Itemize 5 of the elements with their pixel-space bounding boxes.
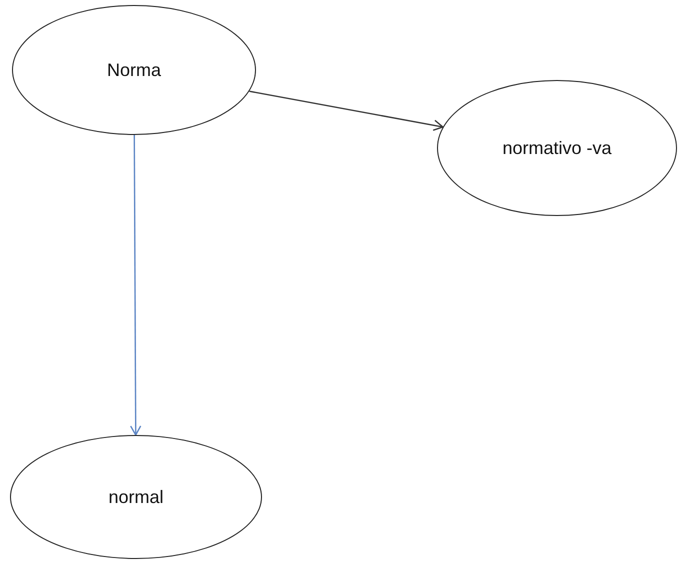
node-label: normativo -va — [502, 138, 612, 158]
arrow — [130, 135, 142, 436]
node-label: normal — [108, 486, 164, 508]
arrow — [249, 90, 444, 131]
node-label: Norma — [106, 60, 161, 80]
